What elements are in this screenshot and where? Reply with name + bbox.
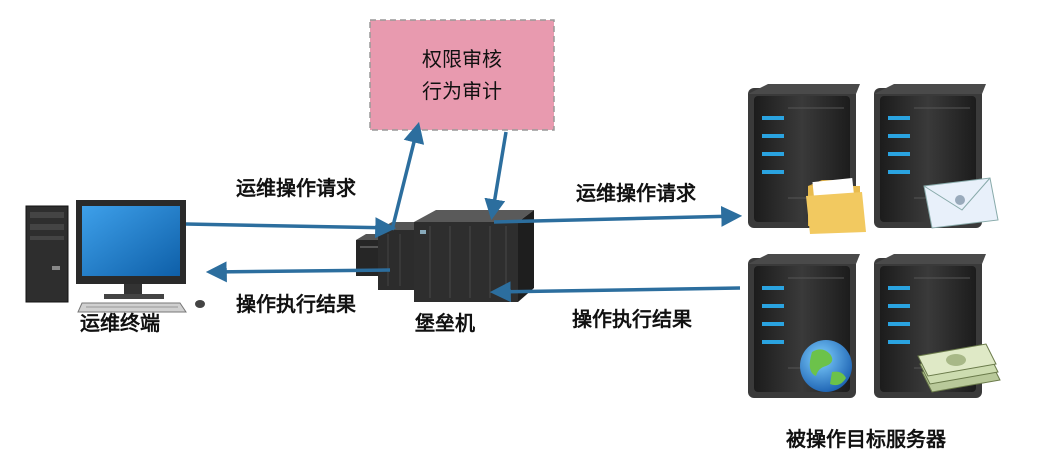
audit-box-line2: 行为审计	[422, 79, 502, 103]
arrow-bastion-to-terminal	[205, 261, 391, 283]
arrows	[185, 121, 743, 303]
audit-box: 权限审核 行为审计	[369, 19, 555, 131]
audit-box-line1: 权限审核	[422, 47, 502, 71]
folder-icon	[806, 177, 866, 234]
bastion-label: 堡垒机	[415, 311, 475, 335]
arrow-terminal-to-bastion	[185, 217, 397, 239]
arrow-bastion-to-servers	[493, 205, 743, 227]
envelope-icon	[923, 177, 999, 229]
desktop-computer-icon	[25, 200, 205, 313]
right-request-label: 运维操作请求	[576, 181, 697, 205]
server-rack-icon	[356, 210, 534, 302]
arrow-bastion-to-audit	[390, 121, 425, 231]
arrow-audit-to-bastion	[484, 131, 508, 221]
right-result-label: 操作执行结果	[572, 307, 692, 331]
left-result-label: 操作执行结果	[236, 292, 356, 316]
targets-label: 被操作目标服务器	[786, 427, 947, 451]
arrow-servers-to-bastion	[489, 281, 741, 303]
terminal-label: 运维终端	[80, 311, 160, 335]
globe-icon	[800, 340, 852, 392]
target-servers	[747, 83, 1001, 399]
money-icon	[917, 343, 1001, 393]
left-request-label: 运维操作请求	[236, 176, 357, 200]
